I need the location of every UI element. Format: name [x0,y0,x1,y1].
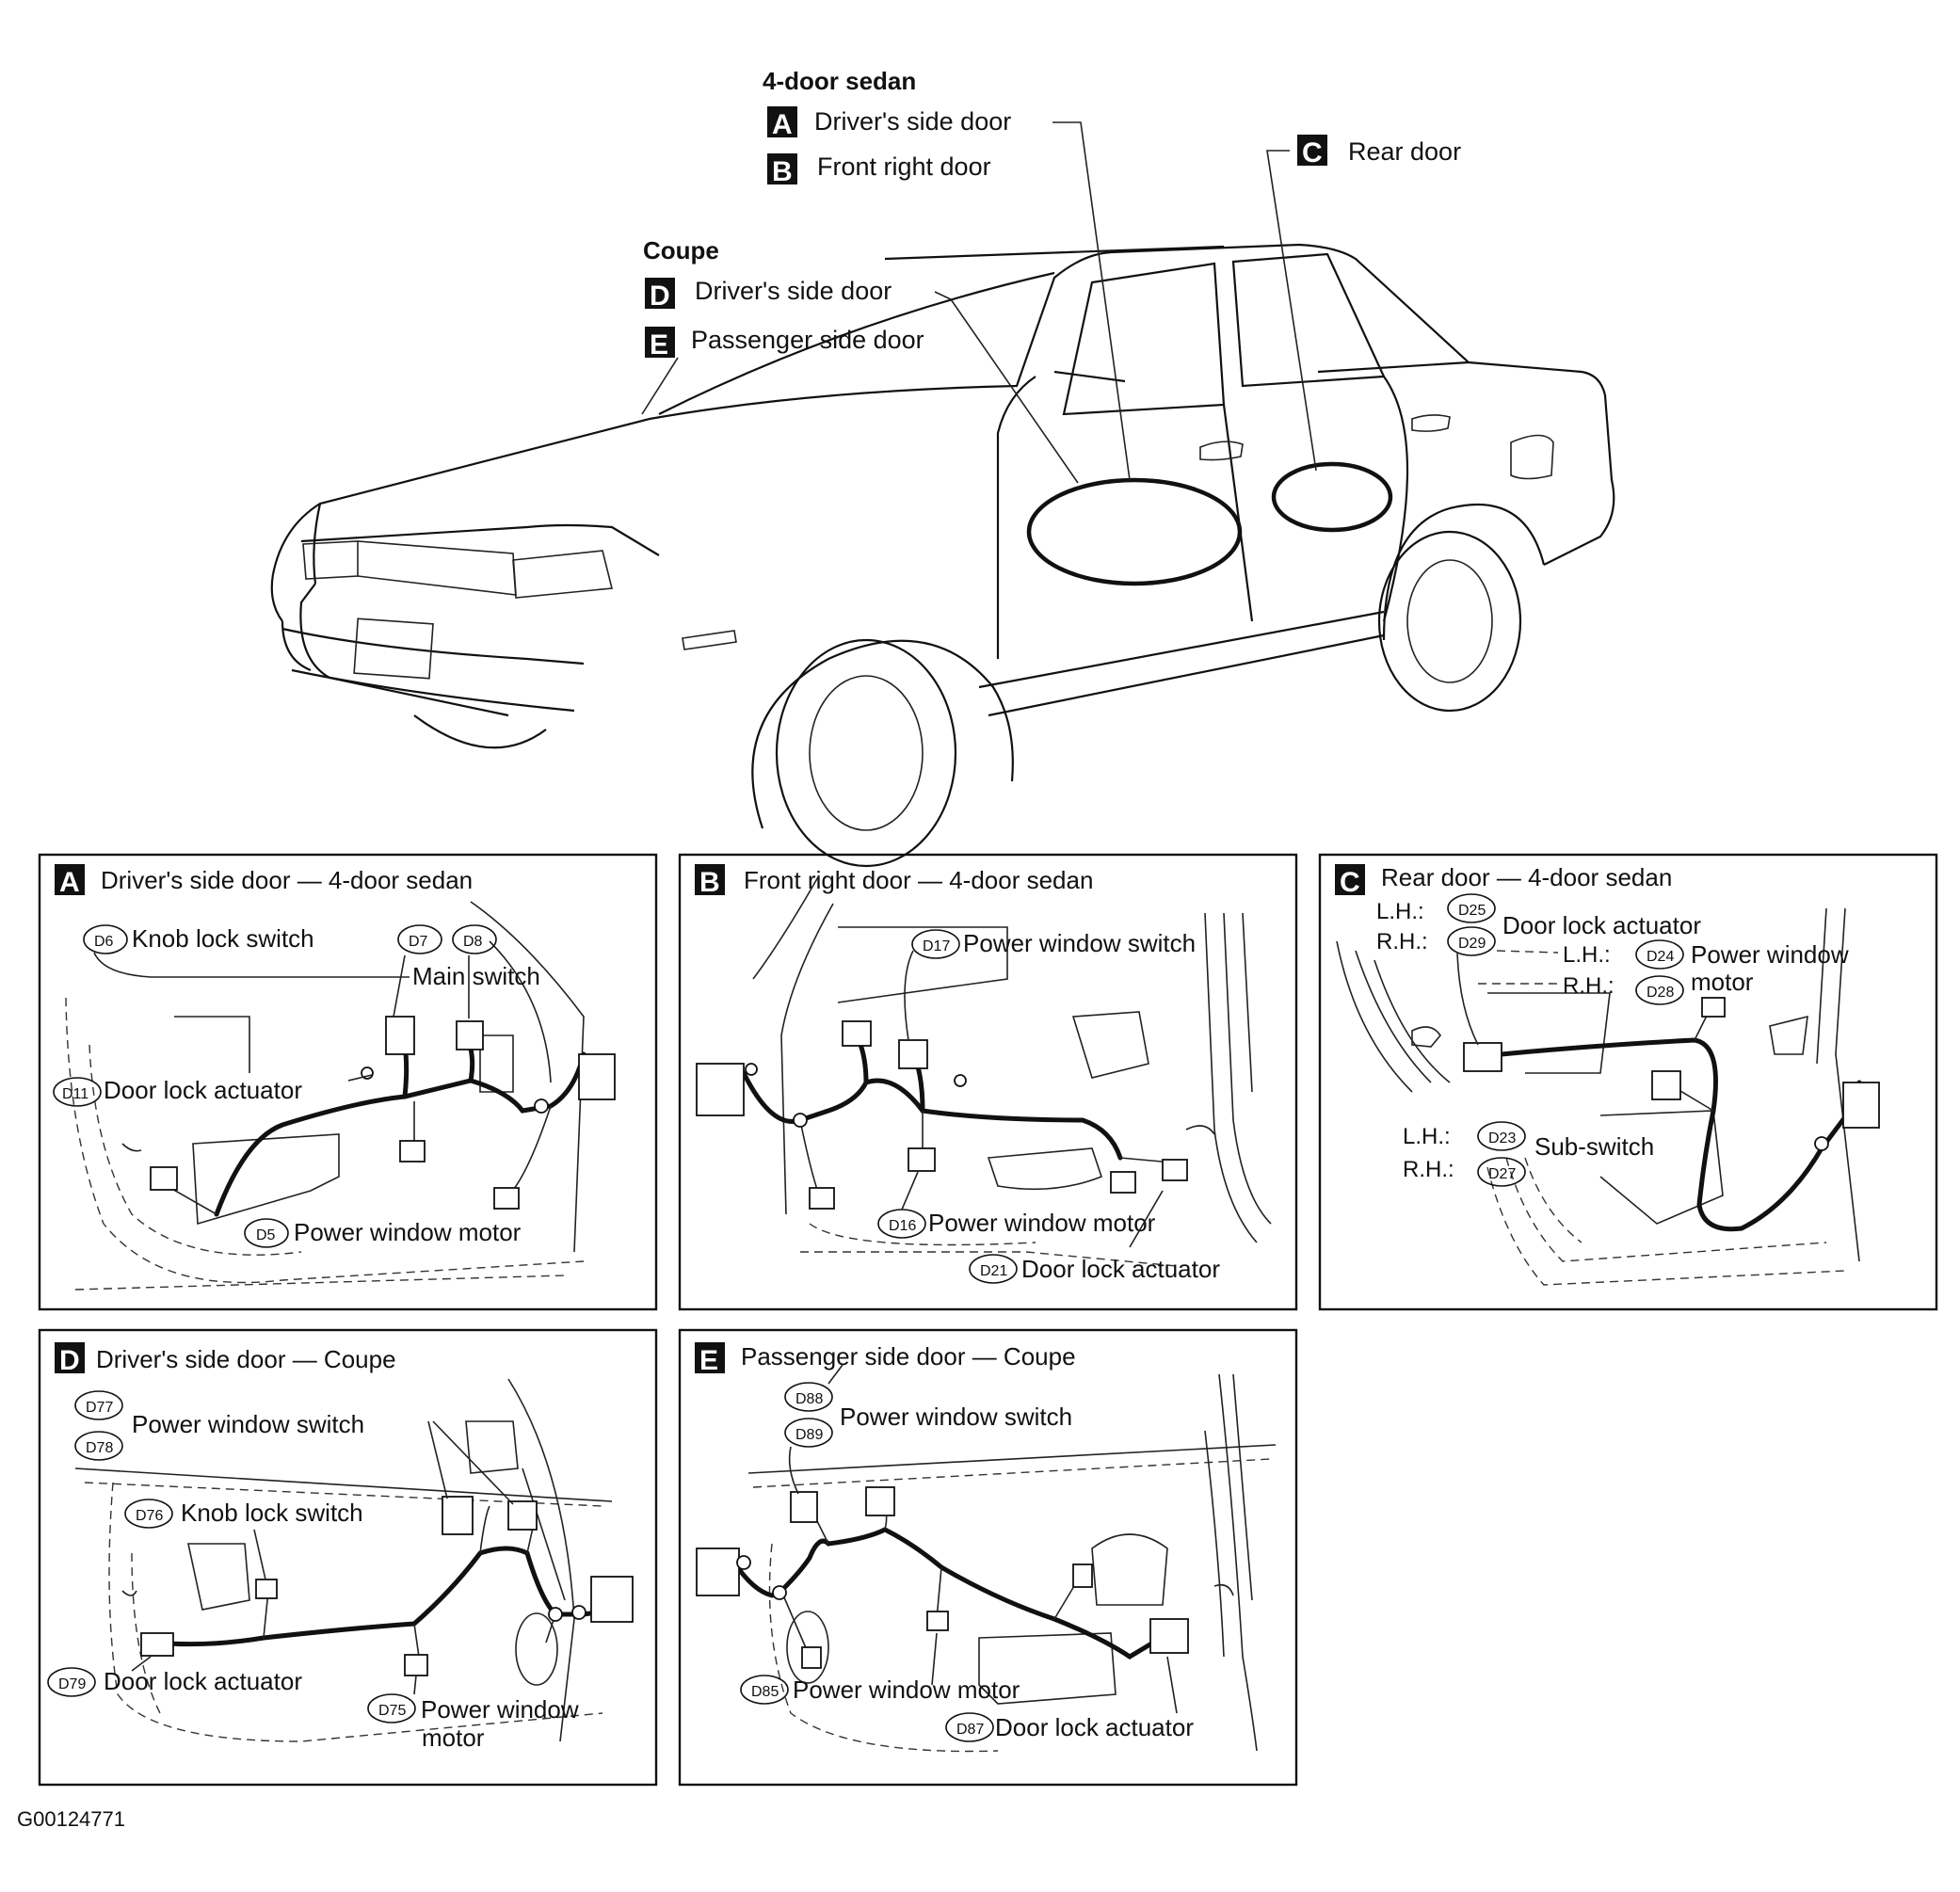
callout-c-letter: C [1302,137,1323,168]
panel-b-title: Front right door — 4-door sedan [744,866,1093,894]
panel-c-code-d24: D24 [1647,949,1674,965]
callout-d-label: Driver's side door [695,277,892,305]
panel-a-main-switch: Main switch [412,962,540,990]
callout-e-label: Passenger side door [691,326,924,354]
panel-b-letter: B [699,867,720,898]
panel-b-code-d21: D21 [980,1263,1007,1279]
panel-c: C Rear door — 4-door sedan L.H.: D25 Doo… [1318,853,1938,1311]
panel-e-code-d85: D85 [751,1684,779,1700]
panel-c-title: Rear door — 4-door sedan [1381,863,1672,891]
panel-a-code-d5: D5 [256,1227,276,1243]
panel-c-letter: C [1340,867,1360,898]
panel-b-code-d17: D17 [923,938,950,954]
panel-c-code-d29: D29 [1458,936,1486,952]
car-illustration [270,243,1615,868]
panel-d-code-d78: D78 [86,1440,113,1456]
panel-d-code-d79: D79 [58,1676,86,1692]
panel-a-title: Driver's side door — 4-door sedan [101,866,473,894]
panel-c-code-d23: D23 [1488,1130,1516,1146]
callout-b-letter: B [772,156,793,187]
callout-d: D Driver's side door [645,277,892,312]
panel-b-code-d16: D16 [889,1218,916,1234]
panel-e-power-window-switch: Power window switch [840,1403,1072,1431]
callout-e: E Passenger side door [645,326,924,361]
panel-a-code-d6: D6 [94,934,114,950]
panel-e-code-d88: D88 [795,1391,823,1407]
panel-e-letter: E [699,1345,718,1376]
panel-a-power-window-motor: Power window motor [294,1218,522,1246]
panel-e-door-lock-actuator: Door lock actuator [995,1713,1194,1741]
panel-c-sub-switch: Sub-switch [1534,1132,1654,1161]
callout-e-letter: E [650,329,668,361]
panel-c-motor: motor [1691,968,1754,996]
callout-a-letter: A [772,109,793,140]
panel-e: E Passenger side door — Coupe D88 [678,1328,1298,1787]
panel-b-door-lock-actuator: Door lock actuator [1021,1255,1220,1283]
panel-a-letter: A [59,867,80,898]
panel-c-power-window: Power window [1691,940,1849,969]
panel-e-power-window-motor: Power window motor [793,1676,1020,1704]
panel-d-code-d75: D75 [378,1703,406,1719]
panel-c-rh-3: R.H.: [1403,1157,1454,1182]
panel-d-title: Driver's side door — Coupe [96,1345,396,1373]
panel-a-code-d11: D11 [62,1086,88,1102]
panel-b: B Front right door — 4-door sedan [678,853,1298,1311]
panel-c-rh-2: R.H.: [1563,973,1615,999]
callout-a: A Driver's side door [767,106,1011,140]
callout-b: B Front right door [767,152,991,187]
panel-d-power-window-switch: Power window switch [132,1410,364,1438]
panel-b-power-window-switch: Power window switch [963,929,1196,957]
callout-a-label: Driver's side door [814,107,1011,136]
panel-c-lh-2: L.H.: [1563,942,1611,968]
panel-c-code-d28: D28 [1647,985,1674,1001]
sedan-heading: 4-door sedan [763,67,916,95]
panel-c-code-d27: D27 [1488,1166,1516,1182]
panel-c-code-d25: D25 [1458,903,1486,919]
panel-b-power-window-motor: Power window motor [928,1209,1156,1237]
panel-e-title: Passenger side door — Coupe [741,1342,1076,1371]
panel-a-code-d7: D7 [409,934,428,950]
callout-d-letter: D [650,281,670,312]
overview-leader-lines [641,121,1317,484]
coupe-heading: Coupe [643,236,719,265]
panel-d-code-d77: D77 [86,1400,113,1416]
panel-d-knob-lock-switch: Knob lock switch [181,1499,363,1527]
callout-c-label: Rear door [1348,137,1461,166]
panel-e-code-d89: D89 [795,1427,823,1443]
panel-c-lh-1: L.H.: [1376,899,1424,924]
panel-d-motor: motor [422,1724,485,1752]
panel-c-rh-1: R.H.: [1376,929,1428,954]
panel-d: D Driver's side door — Coupe D77 D78 [38,1328,658,1787]
panel-c-door-lock-actuator: Door lock actuator [1502,911,1701,939]
panel-a-door-lock-actuator: Door lock actuator [104,1076,302,1104]
panel-a-code-d8: D8 [463,934,483,950]
panel-d-letter: D [59,1345,80,1376]
panel-e-code-d87: D87 [956,1722,984,1738]
panel-d-power-window: Power window [421,1695,579,1724]
panel-d-door-lock-actuator: Door lock actuator [104,1667,302,1695]
panel-a: A Driver's side door — 4-door sedan D6 K… [38,853,658,1311]
panel-c-lh-3: L.H.: [1403,1124,1451,1149]
figure-id: G00124771 [17,1807,125,1831]
callout-b-label: Front right door [817,152,991,181]
panel-d-code-d76: D76 [136,1508,163,1524]
callout-c: C Rear door [1297,135,1461,168]
panel-a-knob-lock-switch: Knob lock switch [132,924,314,953]
